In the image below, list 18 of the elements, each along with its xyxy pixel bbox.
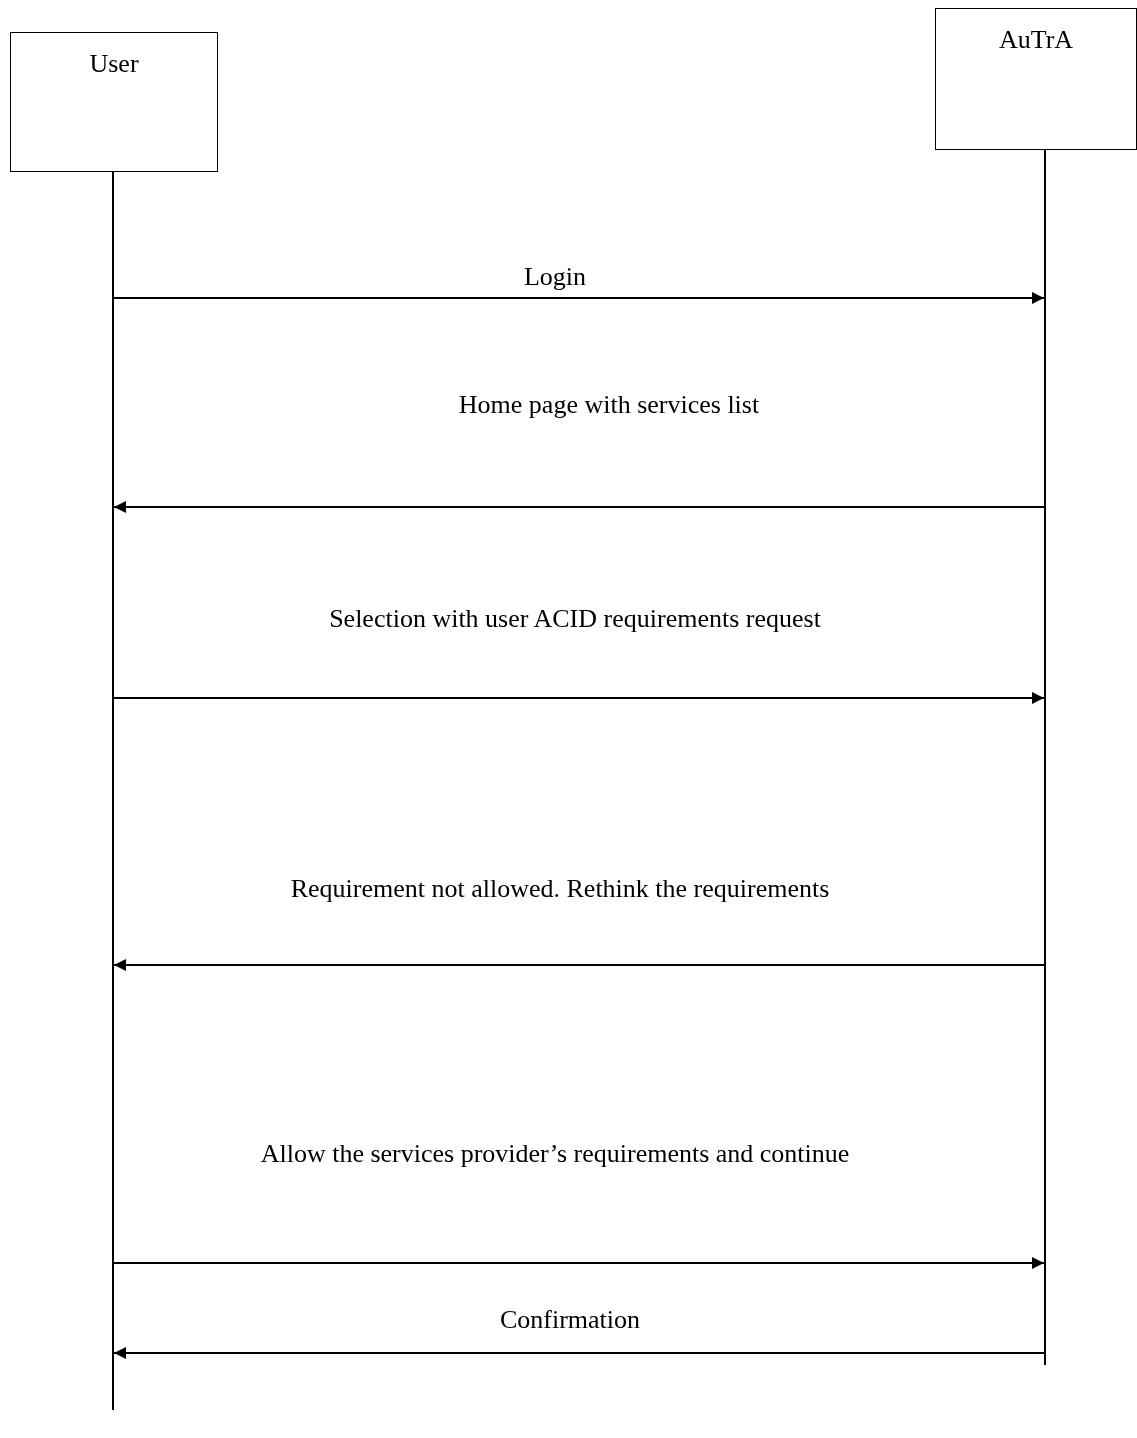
message-arrow [113,1347,1045,1359]
message-arrow [113,959,1045,971]
message-arrow [113,1257,1045,1269]
message-label: Allow the services provider’s requirements and continue [260,1141,850,1167]
message-arrow [113,692,1045,704]
message-label: Selection with user ACID requirements request [329,606,821,632]
message-label: Requirement not allowed. Rethink the requirements [290,876,830,902]
message-arrow [113,501,1045,513]
lifeline [1044,150,1046,1365]
message-label: Login [523,264,587,290]
participant-name: User [89,49,139,79]
participant-box [10,32,218,172]
lifeline [112,172,114,1410]
message-label: Home page with services list [458,392,760,418]
participant-box [935,8,1137,150]
message-arrow [113,292,1045,304]
participant-name: AuTrA [998,25,1074,55]
message-label: Confirmation [499,1307,641,1333]
